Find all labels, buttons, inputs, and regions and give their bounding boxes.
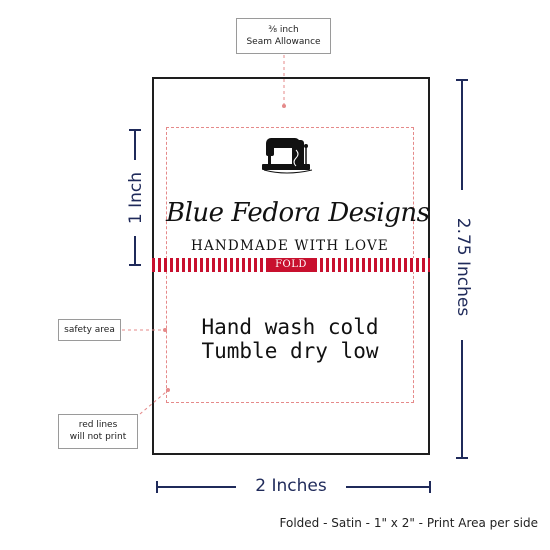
care-instruction-2: Tumble dry low bbox=[201, 339, 379, 363]
red-lines-line1: red lines bbox=[78, 420, 118, 430]
tagline: HANDMADE WITH LOVE bbox=[191, 238, 389, 254]
red-lines-callout: red lines will not print bbox=[58, 414, 138, 449]
footer-specs: Folded - Satin - 1" x 2" - Print Area pe… bbox=[279, 516, 538, 530]
fold-height-dimension-label: 1 Inch bbox=[126, 171, 146, 225]
care-instruction-1: Hand wash cold bbox=[201, 315, 379, 339]
height-dimension-label: 2.75 Inches bbox=[453, 217, 473, 317]
seam-allowance-label: Seam Allowance bbox=[246, 37, 321, 47]
width-dimension-label: 2 Inches bbox=[255, 476, 327, 496]
seam-allowance-size: ⅜ inch bbox=[268, 25, 299, 35]
fold-label: FOLD bbox=[268, 258, 314, 272]
seam-allowance-callout: ⅜ inch Seam Allowance bbox=[236, 18, 331, 54]
brand-name: Blue Fedora Designs bbox=[166, 198, 430, 228]
safety-area-callout: safety area bbox=[58, 319, 121, 341]
red-lines-line2: will not print bbox=[69, 432, 127, 442]
